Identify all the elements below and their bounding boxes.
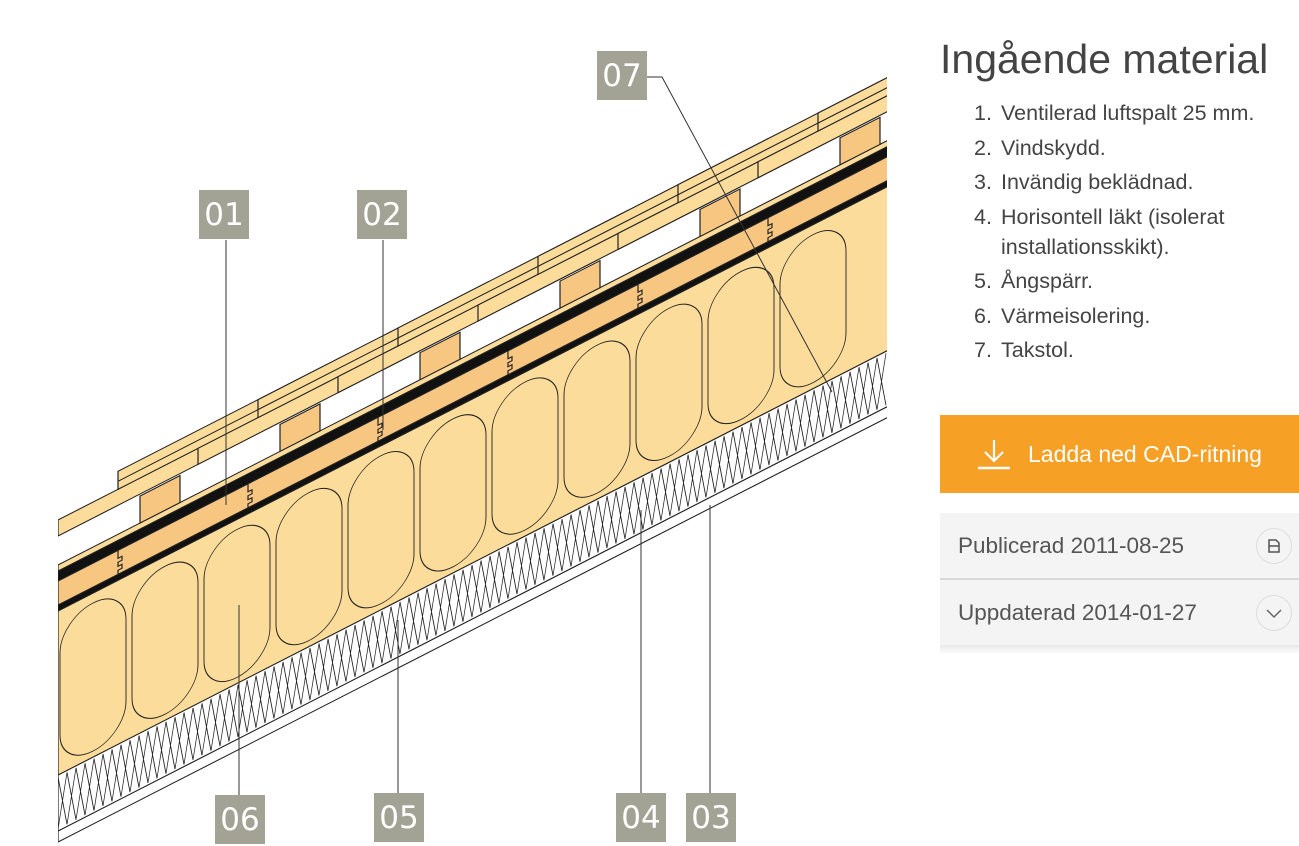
item-text: Invändig beklädnad. bbox=[1001, 170, 1194, 194]
tongue-joint bbox=[117, 549, 123, 575]
tongue-joint bbox=[247, 483, 253, 509]
page-title: Ingående material bbox=[940, 36, 1269, 82]
download-cad-button[interactable]: Ladda ned CAD-ritning bbox=[940, 415, 1299, 493]
list-item: 5. Ångspärr. bbox=[940, 266, 1299, 296]
insulation-loop bbox=[131, 561, 199, 719]
tongue-joint bbox=[377, 416, 383, 442]
tile-edge bbox=[818, 86, 887, 124]
roof-section-drawing bbox=[58, 76, 887, 843]
insulation-loop bbox=[563, 340, 631, 498]
item-number: 1. bbox=[974, 101, 992, 125]
batten bbox=[279, 403, 321, 453]
insulation-loop bbox=[491, 377, 559, 535]
tongue-joint bbox=[767, 217, 773, 242]
callout-label-07: 07 bbox=[597, 51, 647, 100]
list-item: 7. Takstol. bbox=[940, 335, 1299, 365]
callout-label-04: 04 bbox=[616, 793, 666, 842]
insulation-loop bbox=[59, 598, 127, 756]
insulation-loop bbox=[203, 524, 271, 682]
callout-label-05: 05 bbox=[374, 793, 424, 842]
batten bbox=[419, 331, 461, 381]
item-number: 5. bbox=[974, 269, 992, 293]
roof-tile-board bbox=[817, 76, 887, 132]
download-label: Ladda ned CAD-ritning bbox=[1028, 440, 1262, 467]
item-number: 6. bbox=[974, 303, 992, 328]
item-number: 3. bbox=[974, 170, 992, 194]
item-text: Takstol. bbox=[1001, 338, 1074, 362]
batten bbox=[839, 116, 881, 166]
chevron-down-icon[interactable] bbox=[1256, 594, 1292, 631]
list-item: 4. Horisontell läkt (isolerat installatio… bbox=[940, 202, 1299, 262]
download-icon bbox=[978, 440, 1010, 470]
batten bbox=[139, 474, 181, 524]
insulation-loop bbox=[275, 487, 343, 646]
list-item: 6. Värmeisolering. bbox=[940, 301, 1299, 331]
insulation-loop bbox=[635, 303, 703, 461]
updated-row: Uppdaterad 2014-01-27 bbox=[940, 580, 1299, 645]
list-item: 2. Vindskydd. bbox=[940, 133, 1299, 163]
document-icon[interactable] bbox=[1256, 527, 1292, 564]
membrane-board bbox=[58, 139, 887, 572]
published-row: Publicerad 2011-08-25 bbox=[940, 513, 1299, 578]
callout-label-03: 03 bbox=[686, 793, 736, 842]
materials-list: 1. Ventilerad luftspalt 25 mm. 2. Vindskyd… bbox=[940, 98, 1299, 370]
list-item: 1. Ventilerad luftspalt 25 mm. bbox=[940, 98, 1299, 128]
item-text: Ventilerad luftspalt 25 mm. bbox=[1001, 101, 1255, 125]
callout-label-02: 02 bbox=[357, 190, 407, 239]
item-text: Horisontell läkt (isolerat installations… bbox=[1001, 204, 1225, 259]
item-number: 4. bbox=[974, 204, 992, 229]
insulation-loop bbox=[779, 230, 847, 388]
callout-label-06: 06 bbox=[215, 795, 265, 844]
updated-date: Uppdaterad 2014-01-27 bbox=[958, 599, 1197, 625]
insulation-loop bbox=[347, 451, 415, 609]
callout-label-01: 01 bbox=[199, 190, 249, 239]
batten bbox=[699, 188, 741, 238]
item-number: 2. bbox=[974, 135, 992, 160]
item-text: Ångspärr. bbox=[1001, 269, 1094, 293]
installation-insulation-pattern bbox=[58, 353, 887, 830]
published-date: Publicerad 2011-08-25 bbox=[958, 532, 1184, 558]
tongue-joint bbox=[637, 283, 643, 309]
insulation-loop bbox=[707, 266, 775, 425]
insulation-loop bbox=[419, 414, 487, 572]
item-text: Vindskydd. bbox=[1001, 135, 1106, 160]
batten bbox=[559, 259, 601, 310]
item-number: 7. bbox=[974, 338, 992, 362]
list-item: 3. Invändig beklädnad. bbox=[940, 167, 1299, 197]
leader-lines bbox=[225, 76, 833, 795]
row-divider bbox=[940, 578, 1299, 580]
item-text: Värmeisolering. bbox=[1001, 303, 1151, 328]
panel-shadow bbox=[940, 645, 1299, 655]
tongue-joint bbox=[507, 350, 513, 376]
